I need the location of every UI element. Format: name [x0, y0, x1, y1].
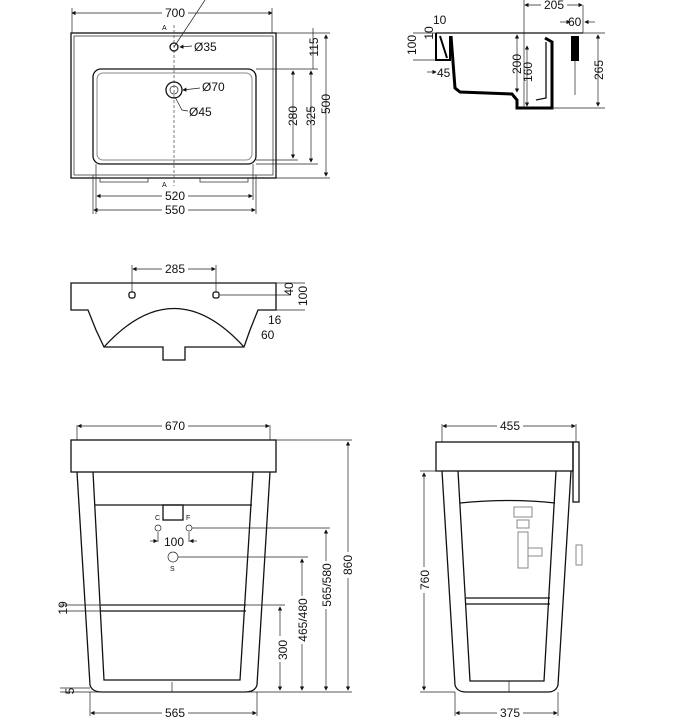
section-mark-bottom: A	[162, 182, 167, 189]
top-view: A A 700 Ø35 Ø70 Ø45 115 280 325 500 520	[70, 0, 333, 217]
dim-100: 100	[296, 286, 310, 306]
dim-45: 45	[437, 66, 451, 80]
dim-520: 520	[165, 189, 185, 203]
label-drain-outer-diameter: Ø70	[202, 80, 225, 94]
dim-280: 280	[286, 106, 300, 126]
dim-16: 16	[268, 313, 282, 327]
siphon-trap	[513, 506, 583, 569]
dim-60: 60	[568, 15, 582, 29]
cold-inlet	[154, 524, 162, 532]
dim-760: 760	[418, 570, 432, 590]
dim-10-top: 10	[433, 13, 447, 27]
dim-455: 455	[500, 419, 520, 433]
waste-outlet	[167, 551, 179, 563]
dim-550: 550	[165, 203, 185, 217]
dim-300: 300	[276, 640, 290, 660]
tap-hole	[169, 42, 179, 52]
drain-inner	[169, 85, 179, 95]
dim-265: 265	[592, 60, 606, 80]
dim-60: 60	[261, 328, 275, 342]
dim-160: 160	[521, 62, 535, 82]
dim-325: 325	[304, 106, 318, 126]
front-stand-view: C F S 100 670 300 465/480 565/580 860 19…	[56, 419, 356, 720]
section-view: 205 60 10 10 100 45 200 160 265	[405, 0, 606, 110]
label-cold: C	[155, 515, 160, 522]
section-mark-top: A	[162, 25, 167, 32]
label-drain-inner-diameter: Ø45	[189, 105, 212, 119]
dim-19: 19	[56, 601, 70, 615]
basin-outline	[70, 32, 277, 179]
dim-700: 700	[165, 6, 185, 20]
dim-860: 860	[341, 555, 355, 575]
dim-5: 5	[63, 687, 77, 694]
dim-100: 100	[405, 35, 419, 55]
drain-outer	[165, 81, 183, 99]
label-hot: F	[186, 515, 190, 522]
dim-285: 285	[165, 262, 185, 276]
label-tap-hole-diameter: Ø35	[194, 40, 217, 54]
dim-500: 500	[319, 94, 333, 114]
dim-465-480: 465/480	[296, 598, 310, 642]
dim-40: 40	[282, 282, 296, 296]
hot-inlet	[185, 524, 193, 532]
side-stand-view: 455 760 375	[418, 419, 583, 720]
dim-375: 375	[500, 706, 520, 720]
dim-115: 115	[307, 37, 321, 56]
dim-100: 100	[164, 535, 184, 549]
rear-view: 285 40 100 16 60	[70, 262, 310, 361]
dim-670: 670	[165, 419, 185, 433]
dim-205: 205	[544, 0, 564, 12]
dim-565: 565	[165, 706, 185, 720]
dim-200: 200	[510, 54, 524, 74]
label-waste: S	[170, 566, 175, 573]
dim-565-580: 565/580	[320, 563, 334, 607]
bowl-outline	[92, 68, 257, 165]
